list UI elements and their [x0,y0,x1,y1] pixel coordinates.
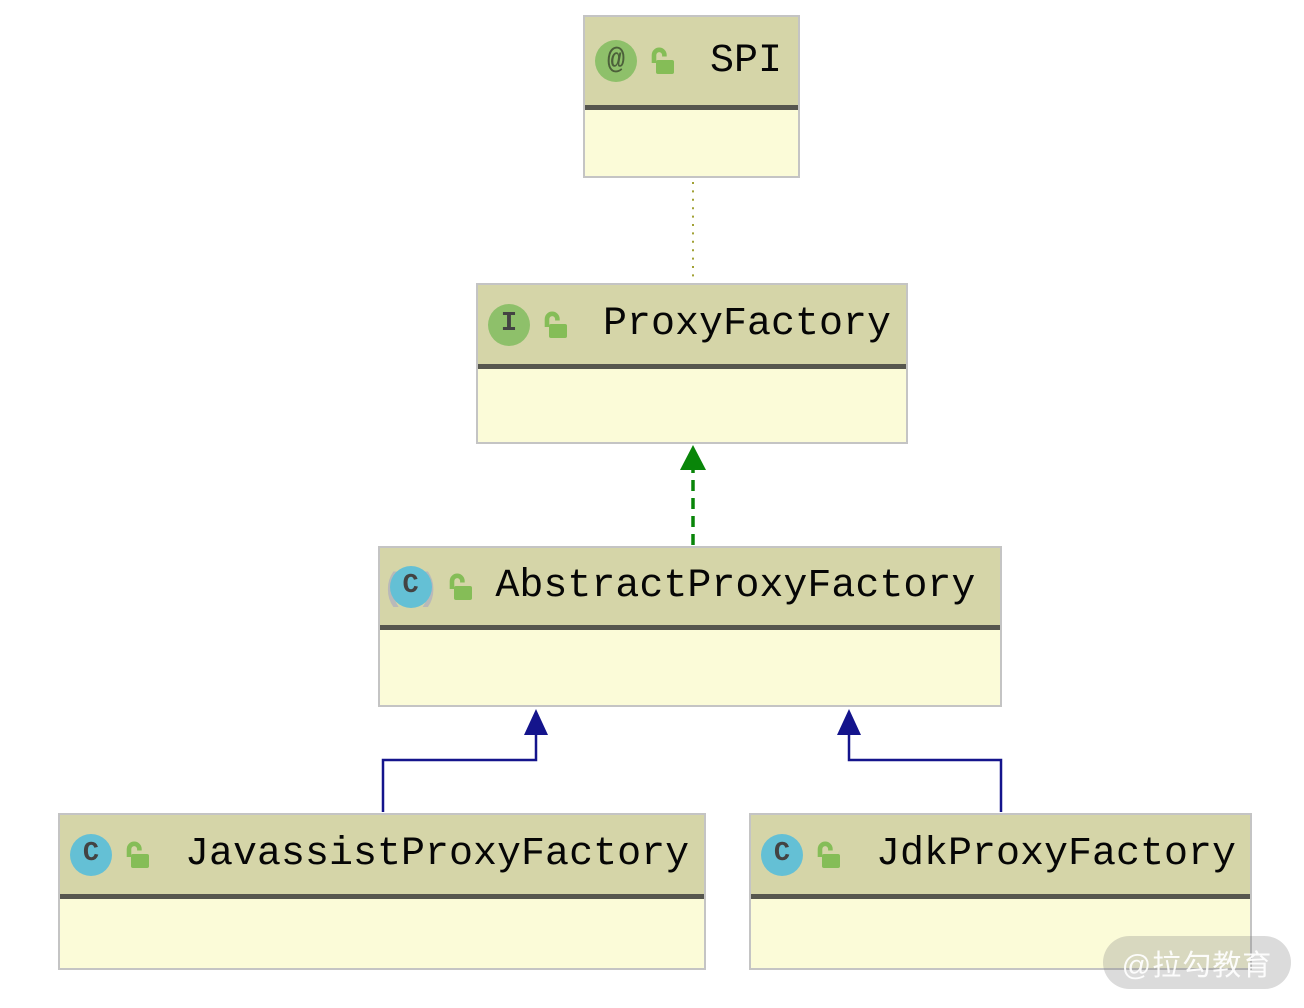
class-icon-glyph: C [82,839,100,869]
abstract-class-icon: ( C ) [386,565,435,608]
class-name: JavassistProxyFactory [185,832,690,877]
watermark-text: @拉勾教育 [1121,949,1273,982]
node-header: @ SPI [585,17,798,105]
edge-abstractproxyfactory-proxyfactory-implements[interactable] [680,445,706,545]
public-lock-icon [544,311,567,338]
node-header: I ProxyFactory [478,285,906,364]
public-lock-icon [450,573,473,600]
class-icon-glyph: C [773,839,791,869]
node-body [380,630,1000,705]
class-icon: C [761,833,803,876]
public-lock-icon [126,841,149,868]
class-icon: C [389,565,432,608]
annotation-icon: @ [595,40,637,82]
node-divider [380,625,1000,630]
interface-icon: I [488,303,530,346]
extends-arrowhead [524,709,548,735]
node-body [585,110,798,176]
edge-jdkproxyfactory-abstractproxyfactory-extends[interactable] [837,709,1003,812]
class-node-spi[interactable]: @ SPI [583,15,800,178]
node-divider [478,364,906,369]
node-header: ( C ) AbstractProxyFactory [380,548,1000,625]
class-node-abstractproxyfactory[interactable]: ( C ) AbstractProxyFactory [378,546,1002,707]
node-header: C JavassistProxyFactory [60,815,704,894]
node-divider [585,105,798,110]
public-lock-icon [817,841,840,868]
node-body [751,899,1250,968]
class-node-proxyfactory[interactable]: I ProxyFactory [476,283,908,444]
public-lock-icon [651,47,674,74]
class-node-jdkproxyfactory[interactable]: C JdkProxyFactory [749,813,1252,970]
implements-arrowhead [680,445,706,470]
class-name: SPI [710,38,783,84]
node-divider [60,894,704,899]
interface-icon-glyph: I [500,309,518,339]
watermark-badge: @拉勾教育 [1103,936,1291,989]
node-body [478,369,906,442]
node-header: C JdkProxyFactory [751,815,1250,894]
class-icon: C [70,833,112,876]
class-name: ProxyFactory [603,302,892,347]
class-node-javassistproxyfactory[interactable]: C JavassistProxyFactory [58,813,706,970]
edge-javassistproxyfactory-abstractproxyfactory-extends[interactable] [381,709,548,812]
extends-arrowhead [837,709,861,735]
annotation-icon-glyph: @ [606,44,625,78]
node-body [60,899,704,968]
class-name: JdkProxyFactory [876,832,1237,877]
class-name: AbstractProxyFactory [495,564,976,609]
node-divider [751,894,1250,899]
class-icon-glyph: C [402,571,419,601]
